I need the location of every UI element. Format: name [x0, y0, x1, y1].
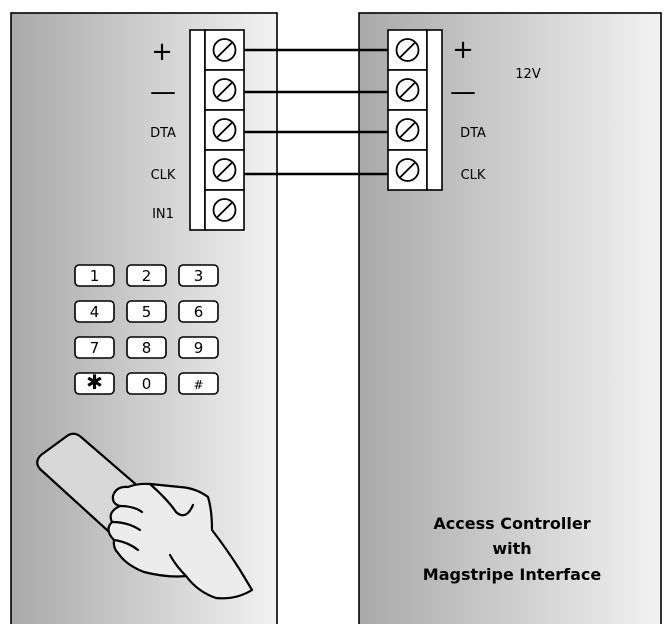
- keypad-key: [74, 264, 115, 287]
- controller-voltage-label: 12V: [515, 67, 541, 82]
- keypad-minus-label: —: [150, 77, 176, 107]
- keypad-key: [74, 336, 115, 359]
- keypad: 1 2 3 4 5 6 7 8 9 ✱ 0 #: [74, 264, 219, 395]
- keypad-key-label: 2: [142, 267, 152, 285]
- keypad-key-label: ✱: [86, 370, 103, 394]
- controller-terminal-strip: [426, 29, 443, 191]
- keypad-in1-label: IN1: [152, 207, 174, 222]
- keypad-key-label: 7: [90, 339, 100, 357]
- keypad-key: [126, 336, 167, 359]
- keypad-key-label: 6: [194, 303, 204, 321]
- keypad-terminal-labels: + — DTA CLK IN1: [150, 37, 176, 222]
- controller-screw-slot: [398, 161, 417, 179]
- keypad-screw-slot: [215, 41, 234, 59]
- keypad-key-label: 5: [142, 303, 152, 321]
- wiring: [244, 48, 388, 176]
- controller-screw-slot: [398, 41, 417, 59]
- controller-screw-slot: [398, 121, 417, 139]
- keypad-key-label: 3: [194, 267, 204, 285]
- controller-minus-label: —: [450, 77, 476, 107]
- controller-title-line-1: Access Controller: [433, 514, 590, 533]
- keypad-key: [74, 372, 115, 395]
- keypad-key: [74, 300, 115, 323]
- keypad-screw-slot: [215, 201, 234, 219]
- keypad-clk-label: CLK: [151, 168, 176, 183]
- keypad-key: [126, 300, 167, 323]
- controller-dta-label: DTA: [460, 126, 486, 141]
- keypad-key-label: 1: [90, 267, 100, 285]
- keypad-terminal-block: [189, 29, 245, 231]
- hand-with-card-icon: [36, 432, 254, 600]
- hand-icon: [107, 482, 254, 600]
- keypad-key-label: 4: [90, 303, 100, 321]
- controller-terminal-block: [387, 29, 443, 191]
- keypad-terminal-strip: [189, 29, 206, 231]
- controller-title-line-2: with: [492, 539, 531, 558]
- keypad-key-label: 0: [142, 375, 152, 393]
- keypad-dta-label: DTA: [150, 126, 176, 141]
- keypad-key: [178, 264, 219, 287]
- keypad-plus-label: +: [151, 37, 173, 67]
- keypad-screw-slot: [215, 161, 234, 179]
- controller-plus-label: +: [452, 35, 474, 65]
- keypad-key-label: 8: [142, 339, 152, 357]
- keypad-key: [178, 336, 219, 359]
- hand-finger-lines: [110, 504, 188, 578]
- controller-terminal-labels: + — DTA CLK 12V: [450, 35, 541, 183]
- keypad-screw-slot: [215, 81, 234, 99]
- controller-clk-label: CLK: [461, 168, 486, 183]
- controller-title: Access Controller with Magstripe Interfa…: [423, 514, 602, 584]
- keypad-key: [178, 372, 219, 395]
- keypad-key: [126, 264, 167, 287]
- hand-thumb-line: [148, 482, 195, 517]
- controller-screw-slot: [398, 81, 417, 99]
- keypad-screw-slot: [215, 121, 234, 139]
- controller-title-line-3: Magstripe Interface: [423, 565, 602, 584]
- keypad-key-label: 9: [194, 339, 204, 357]
- keypad-key-label: #: [193, 378, 203, 392]
- keypad-key: [178, 300, 219, 323]
- keypad-key: [126, 372, 167, 395]
